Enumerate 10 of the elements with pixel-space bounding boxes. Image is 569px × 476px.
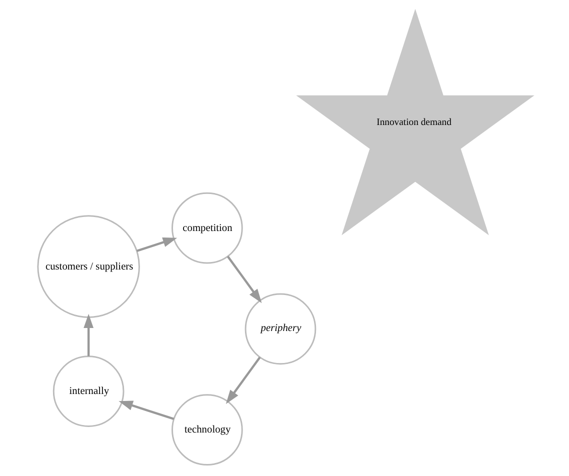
arrow bbox=[226, 256, 262, 304]
node-circle: periphery bbox=[244, 293, 316, 365]
node-circle: competition bbox=[171, 192, 242, 264]
arrow bbox=[118, 400, 174, 420]
node-circle: internally bbox=[52, 356, 124, 427]
node-circle: customers / suppliers bbox=[36, 215, 140, 318]
arrow bbox=[136, 237, 177, 252]
arrow bbox=[83, 314, 94, 356]
node-circle: technology bbox=[171, 394, 242, 466]
arrow bbox=[225, 356, 260, 404]
